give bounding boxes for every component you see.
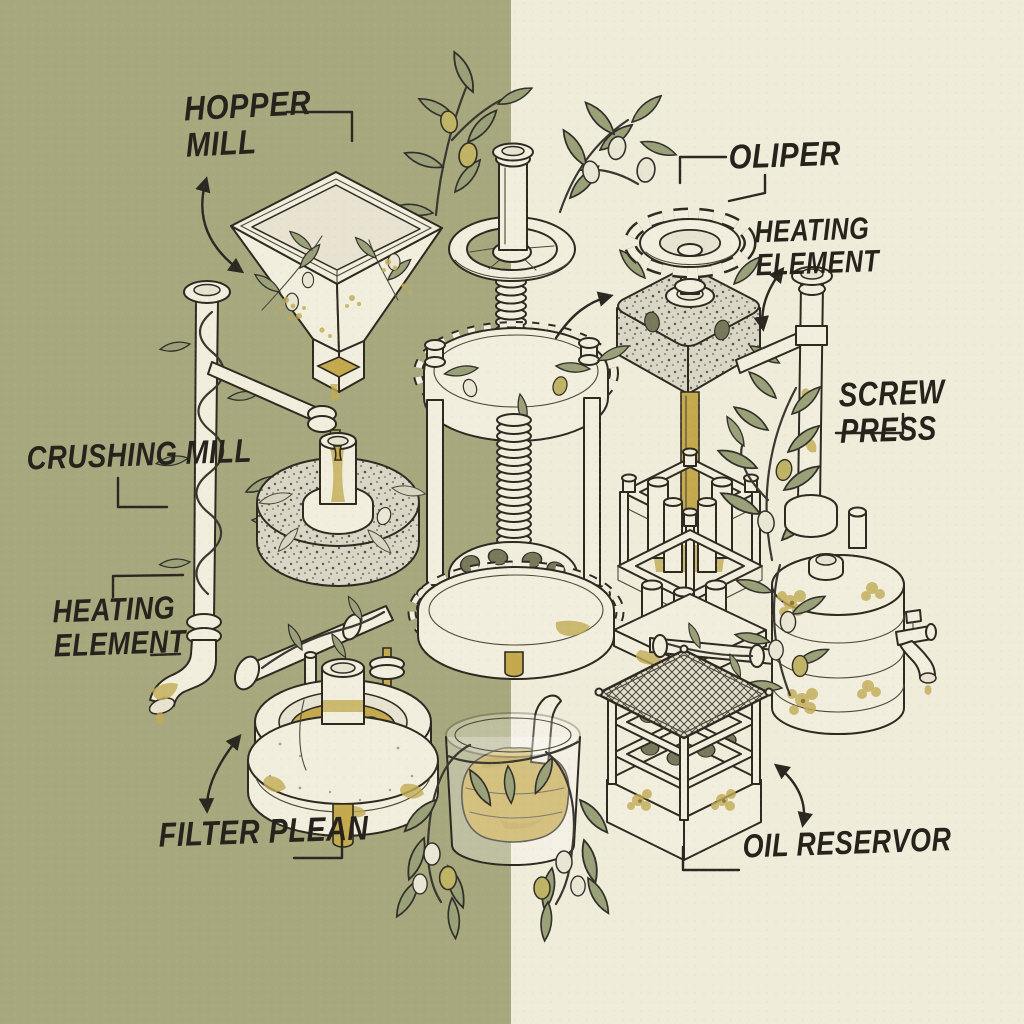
label-oliper: OLIPER bbox=[727, 133, 842, 177]
label-filter-plean: FILTER PLEAN bbox=[157, 808, 370, 855]
label-screw-press: SCREW PRESS bbox=[837, 372, 946, 451]
label-heating-element-right: HEATING ELEMENT bbox=[753, 210, 880, 282]
label-oil-reservor: OIL RESERVOR bbox=[741, 821, 953, 866]
label-hopper-mill: HOPPER MILL bbox=[182, 83, 312, 165]
label-heating-element-left: HEATING ELEMENT bbox=[51, 590, 187, 664]
